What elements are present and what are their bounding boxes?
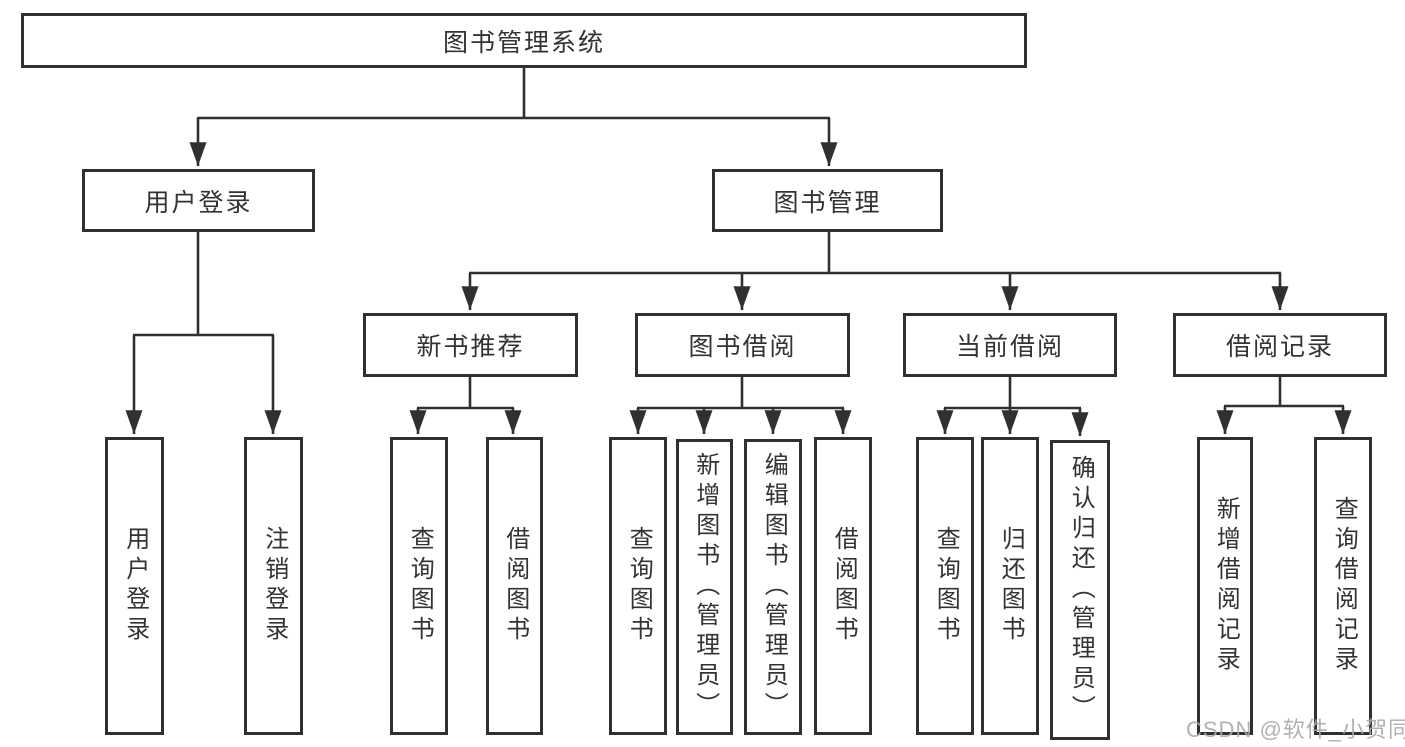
leaf-label: 编辑图书（管理员）: [760, 452, 788, 722]
leaf-label: 新增借阅记录: [1212, 496, 1240, 676]
leaf-confirm-return-admin: 确认归还（管理员）: [1050, 440, 1110, 740]
leaf-return-book: 归还图书: [981, 437, 1039, 735]
leaf-query-books: 查询图书: [916, 437, 974, 735]
leaf-user-login: 用户登录: [105, 437, 164, 735]
node-library-system: 图书管理系统: [21, 13, 1027, 68]
leaf-borrow-book: 借阅图书: [486, 437, 543, 735]
leaf-query-books: 查询图书: [390, 437, 448, 735]
leaf-label: 借阅图书: [501, 526, 529, 646]
leaf-query-books: 查询图书: [609, 437, 667, 735]
leaf-label: 借阅图书: [830, 526, 858, 646]
leaf-add-book-admin: 新增图书（管理员）: [676, 439, 733, 735]
leaf-label: 归还图书: [997, 526, 1025, 646]
leaf-label: 注销登录: [260, 526, 288, 646]
node-current-borrow: 当前借阅: [903, 313, 1117, 377]
leaf-label: 用户登录: [121, 526, 149, 646]
watermark: CSDN @软件_小贺同学: [1186, 717, 1405, 742]
leaf-label: 新增图书（管理员）: [691, 452, 719, 722]
leaf-label: 查询图书: [625, 526, 653, 646]
leaf-label: 查询图书: [932, 526, 960, 646]
leaf-query-borrow-record: 查询借阅记录: [1314, 437, 1372, 735]
node-book-borrow: 图书借阅: [635, 313, 850, 377]
node-user-login: 用户登录: [82, 169, 315, 232]
leaf-label: 查询图书: [406, 526, 434, 646]
leaf-edit-book-admin: 编辑图书（管理员）: [744, 439, 802, 735]
leaf-borrow-book: 借阅图书: [814, 437, 872, 735]
leaf-logout: 注销登录: [244, 437, 303, 735]
node-new-book-recommend: 新书推荐: [363, 313, 578, 377]
leaf-label: 查询借阅记录: [1330, 496, 1358, 676]
node-borrow-records: 借阅记录: [1173, 313, 1387, 377]
node-book-management: 图书管理: [712, 169, 943, 232]
leaf-label: 确认归还（管理员）: [1067, 455, 1095, 725]
leaf-add-borrow-record: 新增借阅记录: [1197, 437, 1253, 735]
